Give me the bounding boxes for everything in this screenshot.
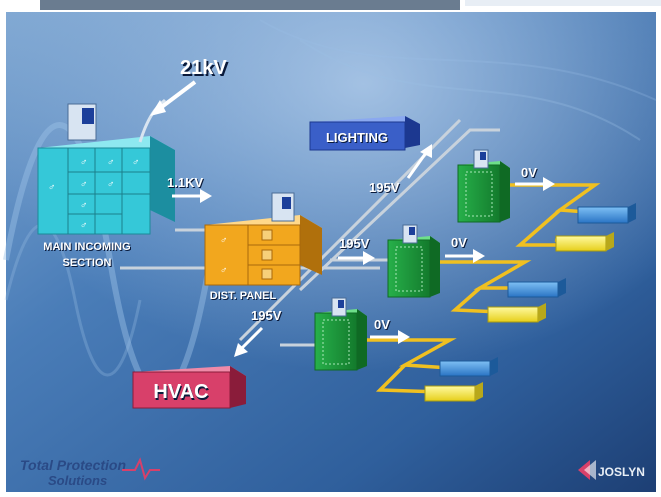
panelboard-bottom bbox=[314, 297, 367, 371]
incoming-voltage-indicator: 1.1KV 1.1KV bbox=[167, 175, 212, 203]
svg-text:195V: 195V bbox=[252, 309, 283, 324]
main-incoming-label-line2: SECTION bbox=[64, 258, 113, 270]
svg-text:1.1KV: 1.1KV bbox=[168, 176, 204, 191]
brand-right: JOSLYN bbox=[598, 465, 645, 479]
svg-text:♂: ♂ bbox=[80, 220, 88, 231]
distribution-panel: ♂♂ bbox=[204, 192, 322, 286]
utility-voltage-label: 21kV bbox=[182, 59, 229, 81]
svg-text:♂: ♂ bbox=[80, 157, 88, 168]
joslyn-logo: JOSLYN bbox=[578, 460, 645, 480]
svg-text:HVAC: HVAC bbox=[154, 383, 209, 405]
main-incoming-label-line1: MAIN INCOMING bbox=[43, 241, 130, 253]
main-incoming-label-line2: SECTION bbox=[63, 257, 112, 269]
main-incoming-label-line1: MAIN INCOMING bbox=[44, 242, 131, 254]
main-incoming-section: ♂ ♂ ♂ ♂ ♂ ♂ ♂ ♂ bbox=[37, 103, 175, 235]
svg-text:♂: ♂ bbox=[48, 182, 56, 193]
svg-text:DIST. PANEL: DIST. PANEL bbox=[211, 291, 278, 303]
lighting-load bbox=[309, 116, 420, 151]
output-voltage-top: 0V 0V bbox=[515, 165, 555, 191]
output-voltage-middle: 0V 0V bbox=[445, 235, 485, 263]
hvac-feed-indicator: 195V 195V bbox=[234, 308, 283, 357]
output-voltage-bottom-label: 0V bbox=[374, 317, 390, 332]
svg-text:♂: ♂ bbox=[220, 265, 228, 276]
svg-text:♂: ♂ bbox=[132, 157, 140, 168]
brand-left-line1: Total Protection bbox=[20, 457, 126, 473]
load-yellow-3 bbox=[424, 382, 483, 402]
svg-text:♂: ♂ bbox=[107, 157, 115, 168]
load-blue-1 bbox=[577, 203, 636, 224]
panelboard-top bbox=[457, 149, 510, 223]
total-protection-logo: Total Protection Solutions bbox=[20, 457, 160, 488]
lighting-feed-voltage-label: 195V bbox=[369, 180, 400, 195]
panelboard-middle bbox=[387, 224, 440, 298]
output-voltage-middle-label: 0V bbox=[451, 235, 467, 250]
svg-text:0V: 0V bbox=[452, 236, 468, 251]
hvac-load bbox=[132, 366, 246, 409]
load-yellow-2 bbox=[487, 303, 546, 323]
hvac-label: HVAC bbox=[153, 381, 208, 403]
output-voltage-bottom: 0V 0V bbox=[370, 317, 410, 344]
dist-feed-indicator: 195V 195V bbox=[338, 236, 375, 265]
svg-text:0V: 0V bbox=[522, 166, 538, 181]
svg-text:195V: 195V bbox=[340, 237, 371, 252]
svg-text:LIGHTING: LIGHTING bbox=[327, 131, 389, 146]
svg-text:195V: 195V bbox=[370, 181, 401, 196]
dist-panel-label: DIST. PANEL bbox=[210, 290, 277, 302]
incoming-voltage-label: 1.1KV bbox=[167, 175, 203, 190]
svg-text:♂: ♂ bbox=[80, 200, 88, 211]
dist-feed-voltage-label: 195V bbox=[339, 236, 370, 251]
load-blue-2 bbox=[507, 278, 566, 298]
load-blue-3 bbox=[439, 357, 498, 377]
svg-text:0V: 0V bbox=[375, 318, 391, 333]
svg-text:♂: ♂ bbox=[80, 179, 88, 190]
brand-left-line2: Solutions bbox=[48, 473, 107, 488]
utility-voltage-indicator: 21kV 21kV bbox=[138, 57, 229, 143]
svg-text:♂: ♂ bbox=[220, 235, 228, 246]
lighting-feed-indicator: 195V 195V bbox=[369, 144, 432, 196]
utility-voltage-label: 21kV bbox=[180, 57, 227, 79]
lighting-label: LIGHTING bbox=[326, 130, 388, 145]
load-yellow-1 bbox=[555, 232, 614, 252]
svg-text:♂: ♂ bbox=[107, 179, 115, 190]
output-voltage-top-label: 0V bbox=[521, 165, 537, 180]
hvac-feed-voltage-label: 195V bbox=[251, 308, 282, 323]
